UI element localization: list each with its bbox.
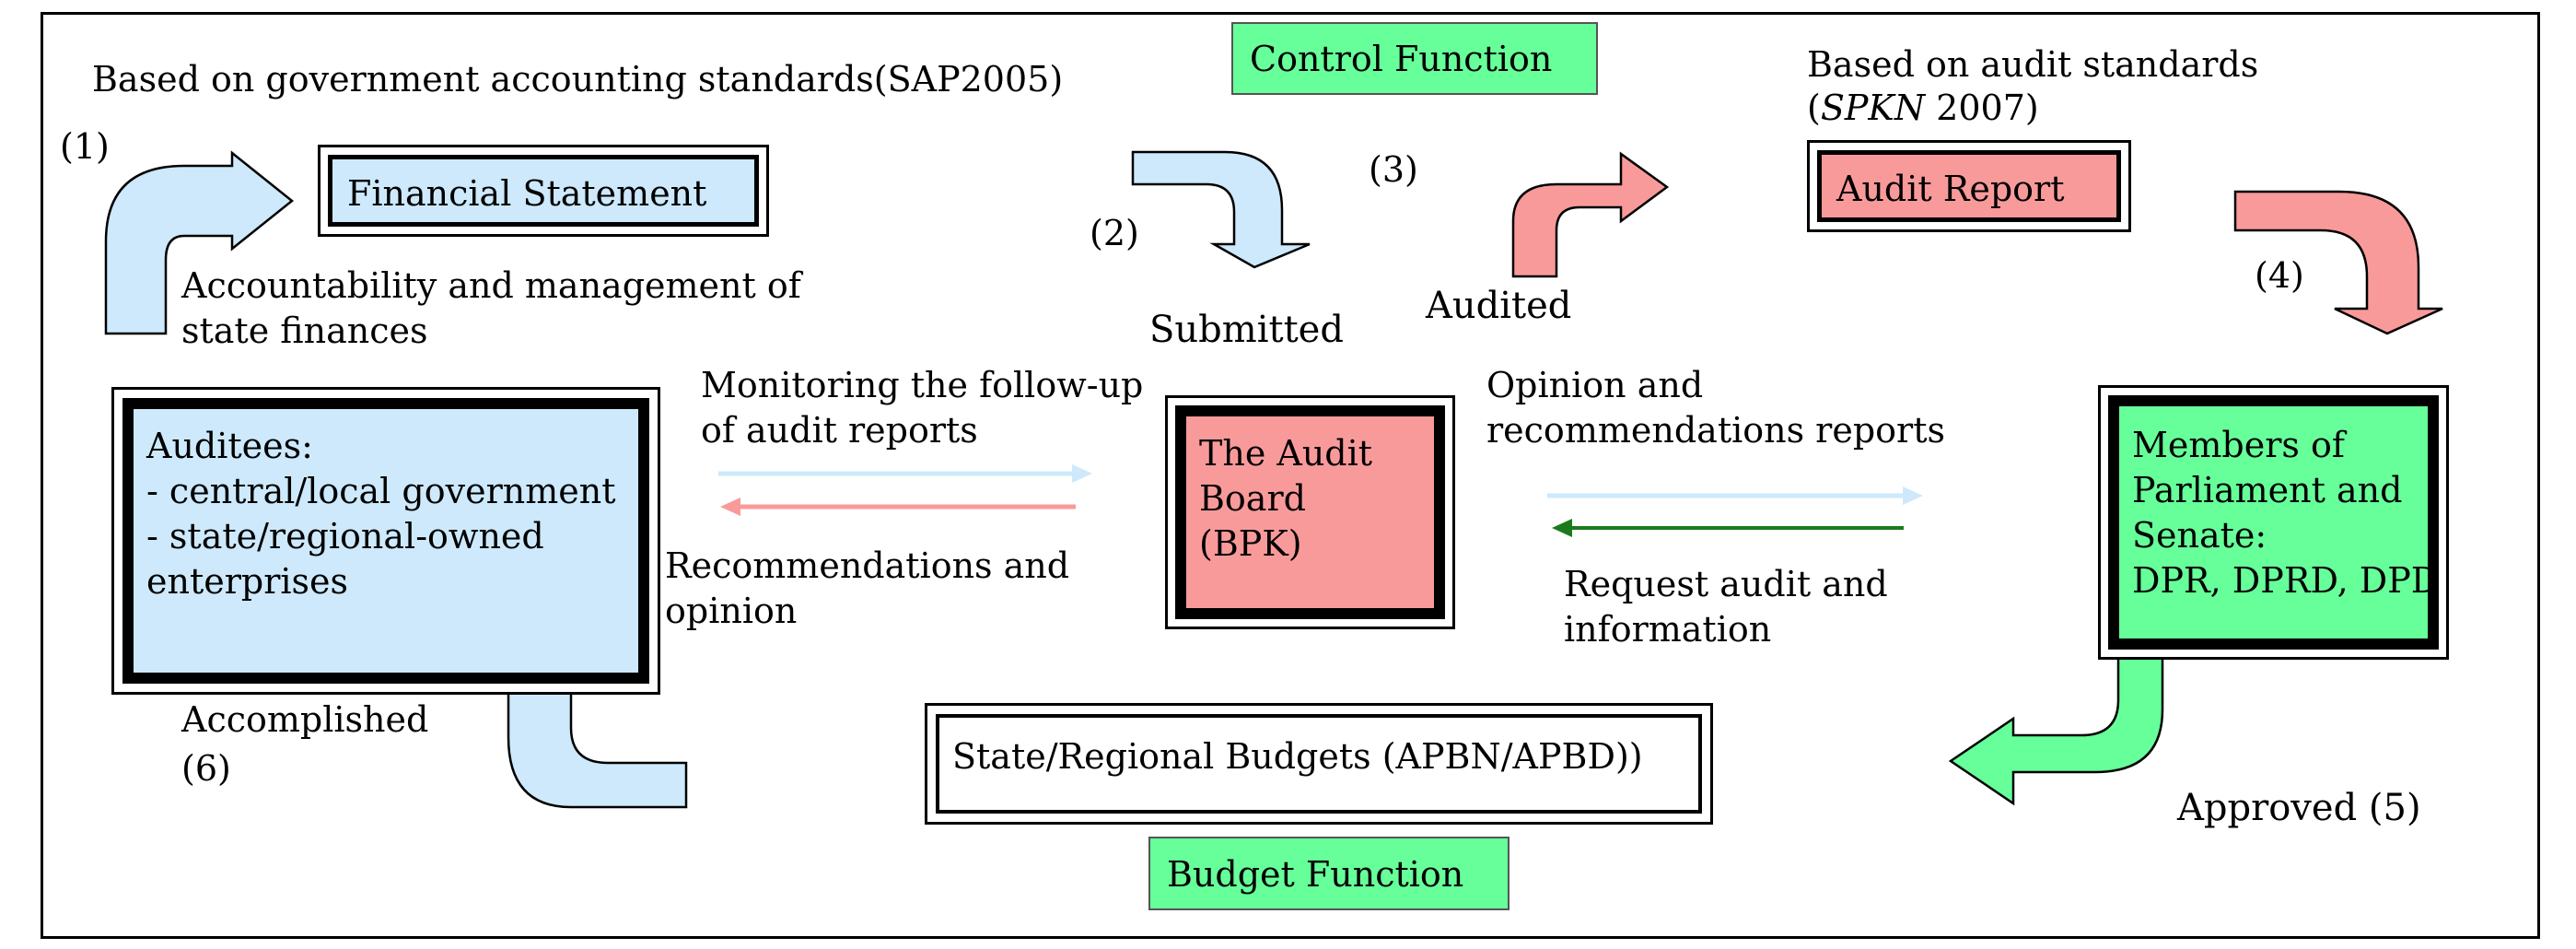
- step-6-label: (6): [181, 748, 231, 789]
- opinion-reports-label: Opinion and recommendations reports: [1486, 365, 1945, 451]
- spkn-basis-note-line1: Based on audit standards: [1807, 44, 2259, 85]
- control-function-label: Control Function: [1250, 39, 1553, 79]
- audit-report-box: Audit Report: [1807, 140, 2131, 232]
- step-2-label: (2): [1090, 213, 1139, 253]
- curved-arrow-1: [104, 150, 295, 335]
- control-function-tag: Control Function: [1231, 22, 1598, 95]
- recommendations-label: Recommendations and opinion: [665, 545, 1070, 631]
- curved-arrow-2: [1131, 150, 1311, 269]
- spkn-basis-note-line2: (SPKN 2007): [1807, 88, 2039, 128]
- accountability-label: Accountability and management of state f…: [181, 265, 801, 351]
- sap-basis-note: Based on government accounting standards…: [92, 59, 1064, 100]
- accomplished-label: Accomplished: [181, 699, 429, 740]
- budget-function-tag: Budget Function: [1148, 837, 1509, 910]
- curved-arrow-5: [1948, 643, 2164, 806]
- diagram-frame: [41, 12, 2540, 939]
- step-3-label: (3): [1369, 149, 1418, 190]
- curved-arrow-3: [1511, 151, 1670, 278]
- step-4-label: (4): [2255, 255, 2304, 296]
- budget-function-label: Budget Function: [1167, 854, 1464, 895]
- audit-board-label: The Audit Board (BPK): [1199, 433, 1373, 564]
- arrow-request-head: [1552, 519, 1572, 537]
- auditees-box: Auditees: - central/local government - s…: [111, 387, 660, 695]
- curved-arrow-4: [2233, 190, 2443, 335]
- step-1-label: (1): [60, 126, 110, 167]
- budgets-box: State/Regional Budgets (APBN/APBD)): [925, 703, 1713, 825]
- audit-report-label: Audit Report: [1836, 169, 2065, 209]
- step-5-label: Approved (5): [2177, 787, 2421, 829]
- parliament-box: Members of Parliament and Senate: DPR, D…: [2098, 385, 2449, 660]
- arrow-recommendations-head: [720, 498, 740, 516]
- auditees-label: Auditees: - central/local government - s…: [146, 426, 616, 602]
- financial-statement-label: Financial Statement: [347, 173, 707, 214]
- submitted-label: Submitted: [1149, 309, 1344, 351]
- arrow-opinion-head: [1903, 486, 1923, 505]
- monitoring-label: Monitoring the follow-up of audit report…: [701, 365, 1144, 451]
- arrow-monitoring-head: [1072, 464, 1092, 483]
- audited-label: Audited: [1426, 285, 1572, 327]
- parliament-label: Members of Parliament and Senate: DPR, D…: [2132, 425, 2440, 601]
- financial-statement-box: Financial Statement: [318, 145, 769, 237]
- budgets-label: State/Regional Budgets (APBN/APBD)): [952, 736, 1643, 777]
- audit-board-box: The Audit Board (BPK): [1165, 395, 1455, 629]
- request-audit-label: Request audit and information: [1564, 564, 1888, 650]
